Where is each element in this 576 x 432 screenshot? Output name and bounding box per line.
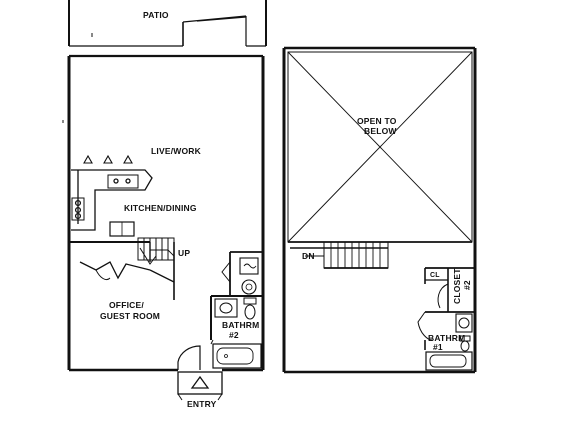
bathroom-2 [210, 295, 263, 369]
stair-down [290, 241, 389, 269]
label-kitchen-dining: KITCHEN/DINING [124, 203, 197, 213]
label-live-work: LIVE/WORK [151, 146, 202, 156]
patio-walls [68, 0, 267, 47]
lower-interior-walls [69, 241, 175, 300]
entry-door [177, 345, 223, 401]
label-cl: CL [430, 272, 440, 279]
kitchen-counter [71, 169, 153, 237]
label-closet-number: #2 [462, 280, 472, 290]
label-bathrm-2-number: #2 [229, 330, 239, 340]
label-entry: ENTRY [187, 399, 217, 409]
label-open-to: OPEN TO [357, 116, 397, 126]
label-bathrm-1-number: #1 [433, 342, 443, 352]
lower-outer-walls [62, 54, 265, 372]
label-bathrm-2: BATHRM [222, 320, 259, 330]
label-up: UP [178, 248, 190, 258]
lower-level: PATIO LIVE/WORK KITCHEN/DINING UP OFFICE… [62, 0, 267, 409]
pendant-lights [83, 154, 133, 164]
label-patio: PATIO [143, 10, 169, 20]
upper-outer-walls [282, 46, 477, 374]
label-bathrm-1: BATHRM [428, 333, 465, 343]
open-to-below [287, 51, 473, 243]
bathroom-1-fixtures [425, 313, 473, 371]
label-office: OFFICE/ [109, 300, 144, 310]
label-below: BELOW [364, 126, 397, 136]
label-closet: CLOSET [452, 268, 462, 304]
utility-closet [221, 251, 263, 296]
label-dn: DN [302, 251, 315, 261]
upper-level: OPEN TO BELOW DN CL CLOSET #2 BATHRM #1 [282, 46, 477, 374]
label-guest-room: GUEST ROOM [100, 311, 160, 321]
stair-up [137, 237, 175, 265]
upper-interior-walls [417, 267, 475, 350]
